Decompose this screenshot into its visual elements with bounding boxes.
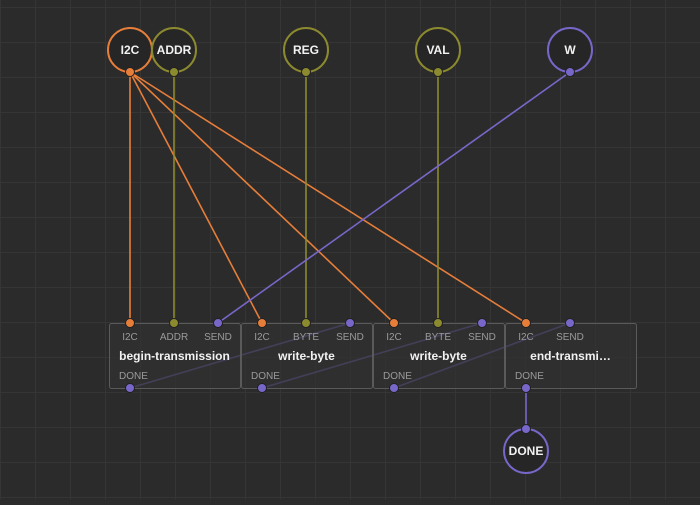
terminal-w[interactable]: W — [547, 27, 593, 77]
terminal-label: VAL — [426, 43, 449, 57]
terminal-label: DONE — [509, 444, 544, 458]
terminal-port[interactable] — [521, 424, 531, 434]
output-pin-done[interactable] — [389, 383, 399, 393]
terminal-label: REG — [293, 43, 319, 57]
output-pin-label: DONE — [251, 371, 280, 382]
input-pin-i2c[interactable] — [125, 318, 135, 328]
input-pin-label: BYTE — [293, 332, 319, 343]
input-pin-send[interactable] — [477, 318, 487, 328]
input-pin-label: SEND — [556, 332, 584, 343]
terminal-label: W — [564, 43, 576, 57]
node-n4[interactable]: I2C SEND end-transmi… DONE — [505, 318, 637, 393]
terminal-reg[interactable]: REG — [283, 27, 329, 77]
input-pin-label: I2C — [386, 332, 402, 343]
terminal-addr[interactable]: ADDR — [151, 27, 197, 77]
terminal-done[interactable]: DONE — [503, 424, 549, 474]
node-title: end-transmi… — [530, 349, 611, 363]
terminal-i2c[interactable]: I2C — [107, 27, 153, 77]
terminal-port[interactable] — [301, 67, 311, 77]
output-pin-label: DONE — [383, 371, 412, 382]
input-pin-i2c[interactable] — [521, 318, 531, 328]
input-pin-label: I2C — [122, 332, 138, 343]
input-pin-send[interactable] — [345, 318, 355, 328]
link-t-i2c-to-n2-in-0[interactable] — [129, 71, 263, 324]
output-pin-done[interactable] — [521, 383, 531, 393]
link-t-i2c-to-n3-in-0[interactable] — [129, 71, 395, 324]
terminal-port[interactable] — [125, 67, 135, 77]
input-pin-label: I2C — [254, 332, 270, 343]
link-t-w-to-n1-in-2[interactable] — [217, 71, 571, 324]
input-pin-label: I2C — [518, 332, 534, 343]
terminal-label: I2C — [121, 43, 140, 57]
terminal-port[interactable] — [565, 67, 575, 77]
input-pin-i2c[interactable] — [389, 318, 399, 328]
input-pin-label: SEND — [468, 332, 496, 343]
node-title: write-byte — [409, 349, 467, 363]
output-pin-label: DONE — [119, 371, 148, 382]
terminal-port[interactable] — [433, 67, 443, 77]
input-pin-byte[interactable] — [301, 318, 311, 328]
output-pin-label: DONE — [515, 371, 544, 382]
output-pin-done[interactable] — [257, 383, 267, 393]
input-pin-byte[interactable] — [433, 318, 443, 328]
terminal-label: ADDR — [157, 43, 192, 57]
input-pin-i2c[interactable] — [257, 318, 267, 328]
link-t-i2c-to-n4-in-0[interactable] — [129, 71, 527, 324]
input-pin-send[interactable] — [213, 318, 223, 328]
terminals-layer: I2C ADDR REG VAL W DONE — [107, 27, 593, 474]
input-pin-label: SEND — [204, 332, 232, 343]
output-pin-done[interactable] — [125, 383, 135, 393]
node-title: begin-transmission — [119, 349, 230, 363]
input-pin-addr[interactable] — [169, 318, 179, 328]
terminal-val[interactable]: VAL — [415, 27, 461, 77]
node-title: write-byte — [277, 349, 335, 363]
input-pin-label: ADDR — [160, 332, 188, 343]
terminal-port[interactable] — [169, 67, 179, 77]
input-pin-send[interactable] — [565, 318, 575, 328]
input-pin-label: SEND — [336, 332, 364, 343]
input-pin-label: BYTE — [425, 332, 451, 343]
